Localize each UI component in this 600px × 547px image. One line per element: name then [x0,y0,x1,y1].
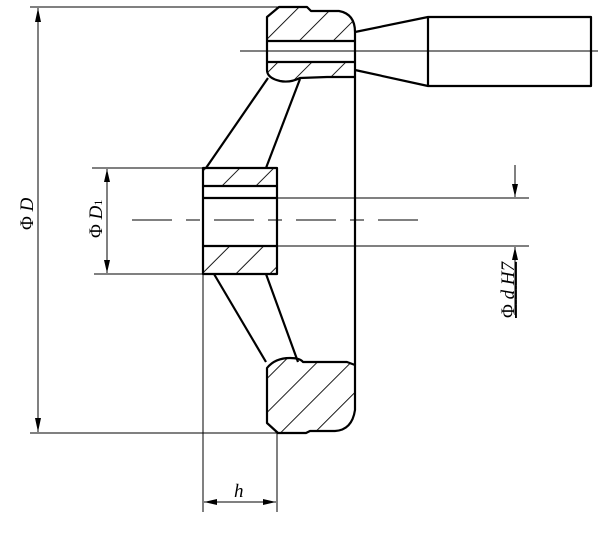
label-outer-diameter: Φ D [17,197,38,230]
dimension-hub-diameter: Φ D1 [86,167,203,275]
spokes [205,77,302,363]
dimension-bore-diameter: Φ d H7 [277,165,529,318]
dimension-hub-width: h [202,274,278,512]
hub-section [201,166,279,276]
handle [240,15,598,88]
bottom-rim-section [265,356,357,435]
top-rim-section [265,5,357,83]
label-hub-diameter: Φ D1 [86,200,107,238]
dimension-outer-diameter: Φ D [17,6,308,434]
label-bore-diameter: Φ d H7 [498,260,519,318]
label-hub-width: h [234,481,244,502]
